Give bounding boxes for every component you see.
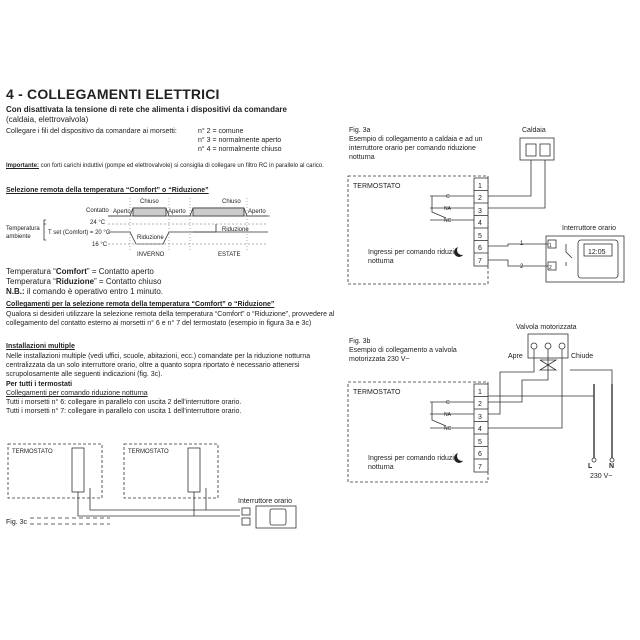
timer-out-2: 2 — [549, 265, 552, 271]
timing-estate: ESTATE — [218, 252, 241, 258]
fig3b-l: L — [588, 463, 593, 470]
t3b-2: 2 — [478, 401, 482, 408]
t3b-5: 5 — [478, 439, 482, 446]
fig3a-ingressi: Ingressi per comando riduzione notturna — [368, 249, 466, 265]
moon-icon — [454, 245, 467, 463]
t3a-6: 6 — [478, 245, 482, 252]
timing-aperto-4: Aperto — [248, 209, 266, 215]
fig3a-desc: Esempio di collegamento a caldaia e ad u… — [349, 136, 483, 161]
fig3c-termostato-2: TERMOSTATO — [128, 449, 169, 455]
remote-conn-heading: Collegamenti per la selezione remota del… — [6, 301, 275, 308]
multi-heading: Installazioni multiple — [6, 343, 75, 350]
timing-chiuso-2: Chiuso — [222, 199, 241, 205]
fig3b-chiude: Chiude — [571, 353, 594, 360]
timing-aperto-2: Aperto — [168, 209, 186, 215]
fig3b-n: N — [609, 463, 615, 470]
connect-line: Collegare i fili del dispositivo da coma… — [6, 128, 177, 135]
fig3c-label: Fig. 3c — [6, 519, 28, 526]
fig3b-termostato: TERMOSTATO — [353, 389, 401, 396]
per-tutti: Per tutti i termostati — [6, 381, 73, 388]
t3a-1: 1 — [478, 183, 482, 190]
remote-conn-text: Qualora si desideri utilizzare la selezi… — [6, 311, 335, 327]
t3a-5: 5 — [478, 233, 482, 240]
intro-sub: (caldaia, elettrovalvola) — [6, 115, 89, 124]
na-label-3a: NA — [444, 206, 452, 212]
c-label-3b: C — [446, 400, 450, 406]
important-note: Importante: con forti carichi induttivi … — [6, 163, 324, 169]
temp-comfort-line: Temperatura “Comfort” = Contatto aperto — [6, 267, 154, 276]
coll-heading: Collegamenti per comando riduzione nottu… — [6, 390, 148, 397]
terminals-note: n° 2 = comune n° 3 = normalmente aperto … — [198, 128, 282, 153]
timing-aperto-1: Aperto — [113, 209, 131, 215]
nb-line: N.B.: il comando è operativo entro 1 min… — [6, 287, 163, 296]
wire-label-1: 1 — [520, 241, 524, 247]
t3a-7: 7 — [478, 258, 482, 265]
t3b-1: 1 — [478, 389, 482, 396]
timing-riduzione-2: Riduzione — [222, 227, 249, 233]
timer-out-1: 1 — [549, 243, 552, 249]
fig3b-valvola: Valvola motorizzata — [516, 324, 577, 331]
na-label-3b: NA — [444, 412, 452, 418]
fig3c-termostato-1: TERMOSTATO — [12, 449, 53, 455]
timing-temp-label: Temperatura ambiente — [6, 226, 40, 240]
timing-t16: 16 °C — [92, 242, 108, 248]
page-title: 4 - COLLEGAMENTI ELETTRICI — [6, 86, 220, 102]
fig3b-desc: Esempio di collegamento a valvola motori… — [349, 347, 457, 363]
fig3a-termostato: TERMOSTATO — [353, 183, 401, 190]
fig3a-caldaia: Caldaia — [522, 127, 546, 134]
wire-label-2: 2 — [520, 264, 524, 270]
coll-line-2: Tutti i morsetti n° 7: collegare in para… — [6, 408, 242, 415]
timing-chiuso-1: Chiuso — [140, 199, 159, 205]
t3b-4: 4 — [478, 426, 482, 433]
intro-bold: Con disattivata la tensione di rete che … — [6, 105, 287, 114]
timing-inverno: INVERNO — [137, 252, 165, 258]
timing-riduzione-1: Riduzione — [137, 235, 164, 241]
t3b-7: 7 — [478, 464, 482, 471]
timer-clock: 12:05 — [588, 249, 606, 256]
multi-text: Nelle installazioni multiple (vedi uffic… — [6, 353, 311, 378]
fig3b-volt: 230 V~ — [590, 473, 613, 480]
fig3c-interruttore: Interruttore orario — [238, 498, 293, 505]
remote-heading: Selezione remota della temperatura “Comf… — [6, 187, 209, 194]
fig3a-interruttore: Interruttore orario — [562, 225, 617, 232]
fig3b-label: Fig. 3b — [349, 338, 371, 345]
timing-t24: 24 °C — [90, 220, 106, 226]
t3a-3: 3 — [478, 208, 482, 215]
t3b-3: 3 — [478, 414, 482, 421]
t3a-2: 2 — [478, 195, 482, 202]
fig3a-label: Fig. 3a — [349, 127, 371, 134]
temp-riduzione-line: Temperatura “Riduzione” = Contatto chius… — [6, 277, 162, 286]
fig3b-ingressi: Ingressi per comando riduzione notturna — [368, 455, 466, 471]
nc-label-3a: NC — [444, 218, 452, 224]
fig3b-apre: Apre — [508, 353, 523, 360]
terminal-numbers: 1 2 3 4 5 6 7 1 2 3 4 5 6 7 C NA NC C NA… — [444, 183, 606, 471]
timing-tset: T set (Comfort) = 20 °C — [48, 230, 111, 236]
t3a-4: 4 — [478, 220, 482, 227]
nc-label-3b: NC — [444, 426, 452, 432]
timing-contatto: Contatto — [86, 208, 109, 214]
coll-line-1: Tutti i morsetti n° 6: collegare in para… — [6, 399, 242, 406]
c-label-3a: C — [446, 194, 450, 200]
t3b-6: 6 — [478, 451, 482, 458]
